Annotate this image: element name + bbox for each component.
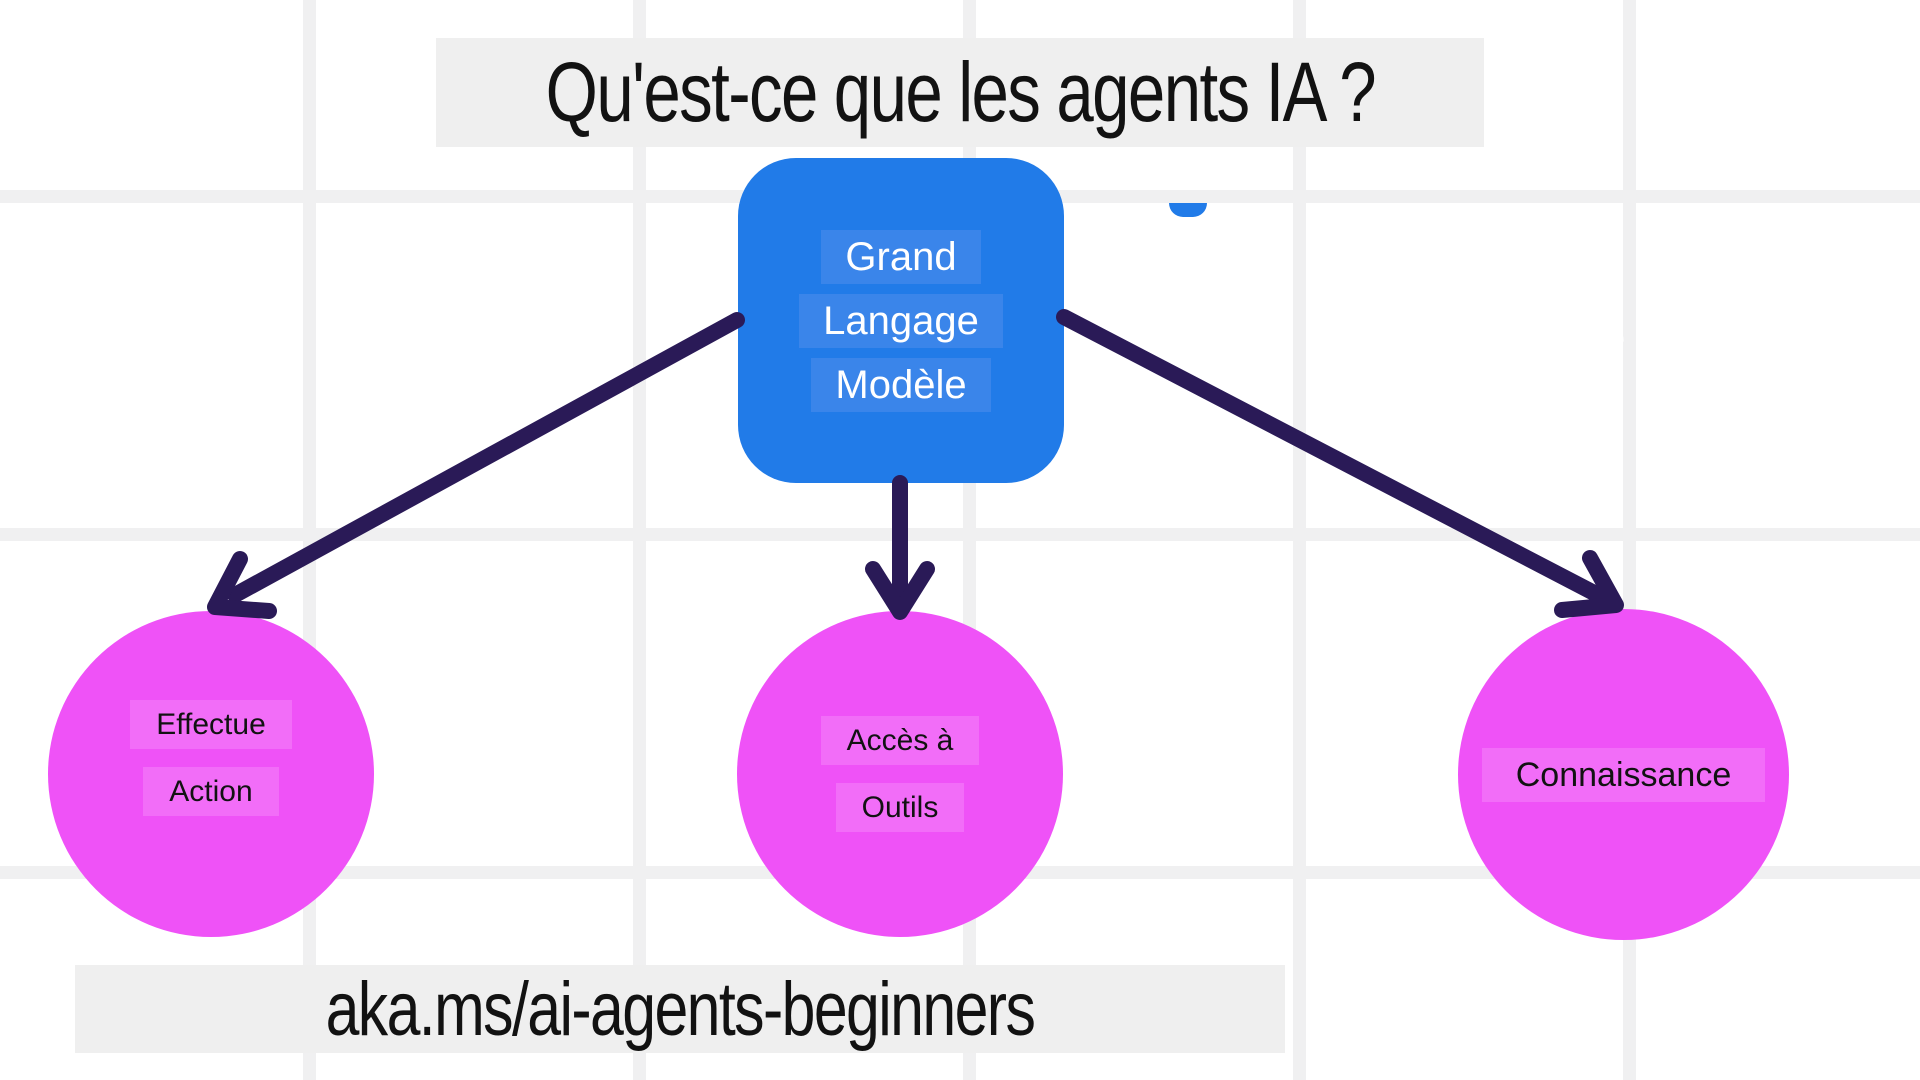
node-label: Outils	[835, 783, 965, 832]
llm-node-line: Grand	[821, 229, 981, 284]
arrow-down-left-icon	[207, 312, 745, 619]
node-label: Effectue	[130, 700, 292, 749]
node-perform-action: Effectue Action	[48, 611, 374, 937]
node-label: Accès à	[820, 716, 980, 765]
ghost-white-glyph-bottom: )	[1604, 373, 1620, 425]
node-knowledge: Connaissance	[1458, 609, 1789, 940]
title-banner: Qu'est-ce que les agents IA ?	[436, 38, 1484, 147]
arrow-down-icon	[865, 475, 935, 620]
ghost-white-glyph-top: e	[1600, 311, 1626, 363]
node-label: Connaissance	[1481, 747, 1766, 802]
footer-link-text: aka.ms/ai-agents-beginners	[325, 966, 1036, 1052]
arrow-down-right-icon	[1056, 309, 1624, 618]
llm-node-line: Modèle	[811, 357, 991, 412]
llm-node-line: Langage	[799, 293, 1003, 348]
llm-node: Grand Langage Modèle	[738, 158, 1064, 483]
slide-title: Qu'est-ce que les agents IA ?	[545, 45, 1376, 139]
blue-circle-fragment	[1169, 203, 1207, 217]
node-tool-access: Accès à Outils	[737, 611, 1063, 937]
footer-banner: aka.ms/ai-agents-beginners	[75, 965, 1285, 1053]
node-label: Action	[143, 767, 279, 816]
